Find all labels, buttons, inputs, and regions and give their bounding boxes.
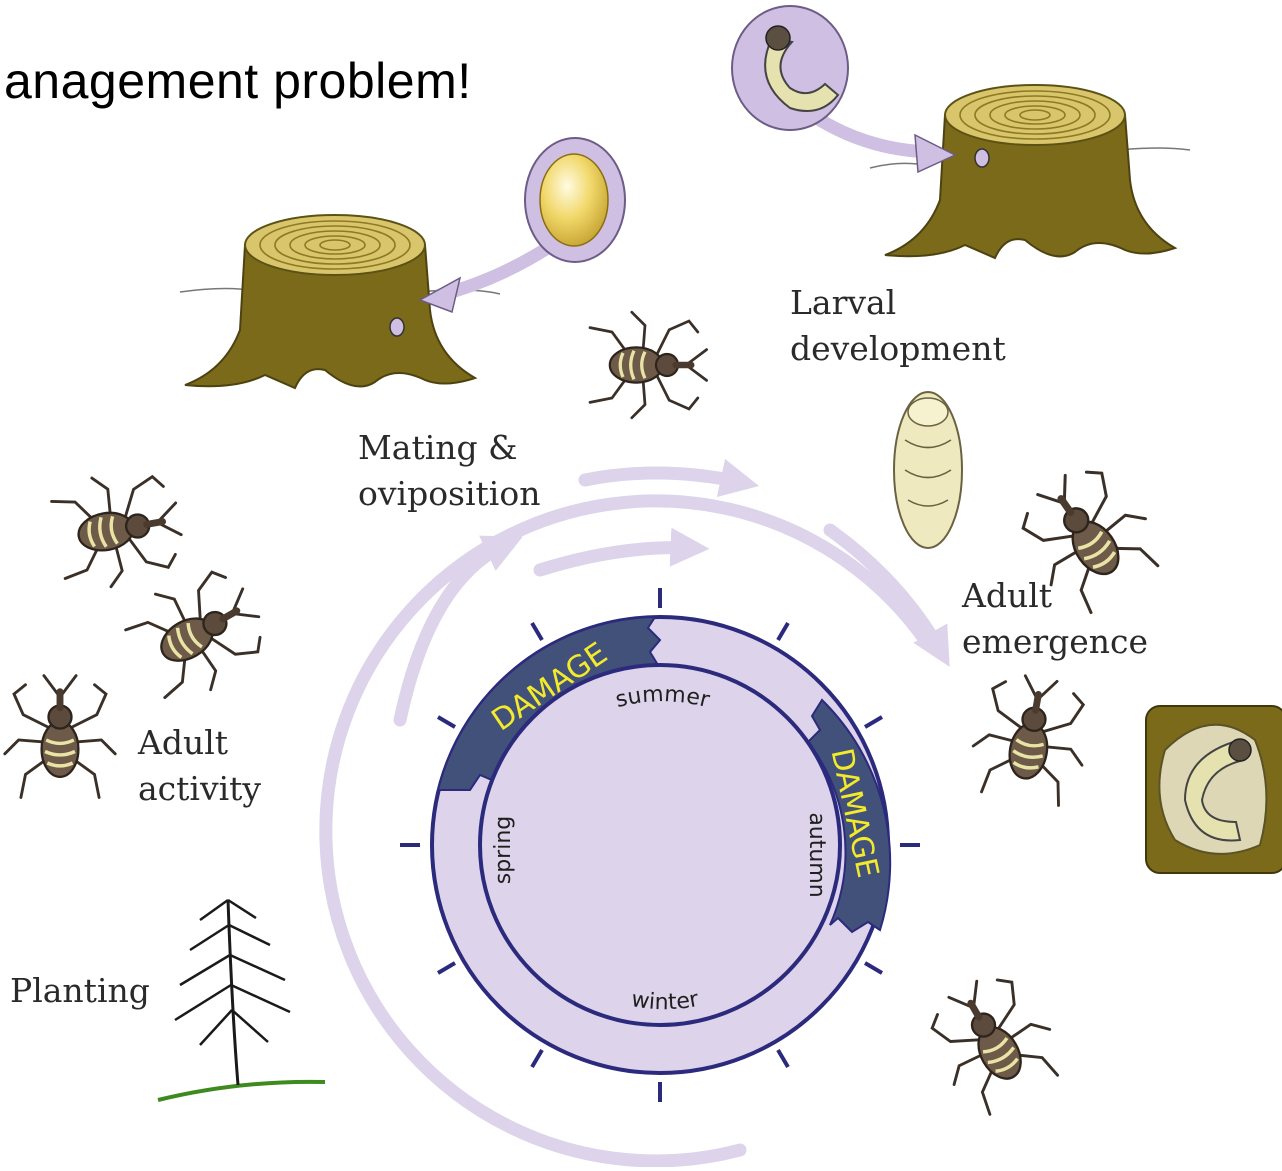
inner-top-arrow xyxy=(540,548,690,570)
pupal-cell-panel xyxy=(1146,706,1282,873)
stage-label-line: oviposition xyxy=(358,471,540,517)
dial-tick xyxy=(865,963,882,973)
stage-label-adult-emergence: Adult emergence xyxy=(962,573,1148,665)
season-spring-label: spring xyxy=(491,816,516,885)
dial-tick xyxy=(438,963,455,973)
stage-label-planting: Planting xyxy=(10,968,150,1014)
dial-tick xyxy=(532,1050,542,1067)
dial-tick xyxy=(778,623,788,640)
weevil-icon xyxy=(915,962,1072,1123)
stump-with-egg xyxy=(180,138,625,388)
weevil-icon xyxy=(5,676,115,798)
weevil-icon xyxy=(590,312,707,418)
season-winter-label: winter xyxy=(630,987,702,1015)
stage-label-line: Mating & xyxy=(358,425,540,471)
weevil-icon xyxy=(966,669,1096,808)
egg-icon xyxy=(540,154,608,246)
larva-callout-arrow xyxy=(820,120,930,152)
stage-label-line: emergence xyxy=(962,619,1148,665)
stump-with-larva xyxy=(732,6,1190,258)
egg-site xyxy=(390,318,404,336)
larva-head xyxy=(766,26,790,50)
ground-line xyxy=(1120,148,1190,150)
stage-label-line: activity xyxy=(138,766,261,812)
stage-label-line: development xyxy=(790,326,1006,372)
tree-stump xyxy=(885,85,1175,258)
dial-tick xyxy=(532,623,542,640)
upper-cycle-arrow xyxy=(585,473,740,482)
dial-tick xyxy=(438,717,455,727)
seedling-icon xyxy=(158,900,325,1100)
weevil-icon xyxy=(118,555,279,712)
stage-label-adult-activity: Adult activity xyxy=(138,720,261,812)
stage-label-line: Adult xyxy=(138,720,261,766)
stage-label-line: Larval xyxy=(790,280,1006,326)
dial-tick xyxy=(865,717,882,727)
larva-callout-bubble xyxy=(732,6,848,130)
stage-label-larval-development: Larval development xyxy=(790,280,1006,372)
dial-tick xyxy=(778,1050,788,1067)
season-dial: summer winter spring autumn DAMAGE DAMAG… xyxy=(400,588,920,1102)
stage-label-line: Adult xyxy=(962,573,1148,619)
larva-site xyxy=(975,149,989,167)
weevil-icon xyxy=(49,464,188,594)
stage-label-line: Planting xyxy=(10,968,150,1014)
dial-inner-disc xyxy=(480,665,840,1025)
stage-label-mating-oviposition: Mating & oviposition xyxy=(358,425,540,517)
season-autumn-label: autumn xyxy=(804,812,829,897)
pupa xyxy=(894,392,962,548)
slide-title: anagement problem! xyxy=(4,52,472,110)
